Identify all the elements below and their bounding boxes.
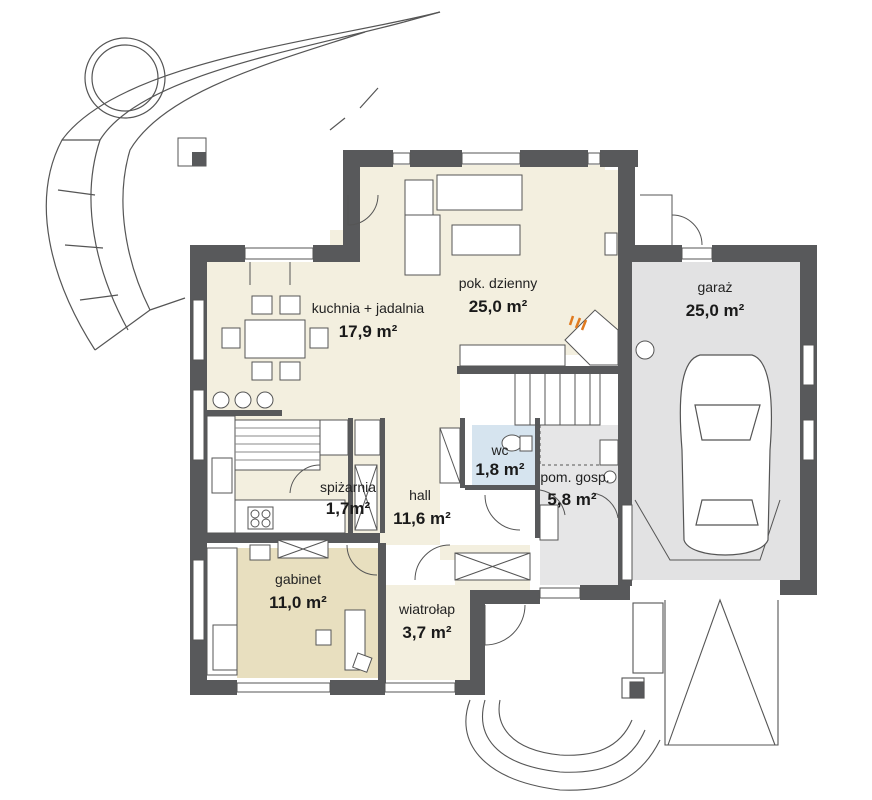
room-area: 25,0 m² (686, 301, 745, 320)
room-area: 17,9 m² (339, 322, 398, 341)
terrace-outline (45, 11, 441, 351)
room-garage: garaż 25,0 m² (686, 279, 745, 320)
terrace-planter-inner (91, 44, 159, 112)
terrace-planter (84, 37, 166, 119)
room-vestibule: wiatrołap 3,7 m² (398, 601, 455, 642)
room-study: gabinet 11,0 m² (269, 571, 327, 612)
room-name: gabinet (275, 571, 321, 587)
room-name: hall (409, 487, 431, 503)
furniture (206, 174, 655, 676)
entrance-steps (465, 699, 661, 791)
column-shade (192, 152, 206, 166)
room-living: pok. dzienny 25,0 m² (459, 275, 538, 316)
room-name: wc (490, 442, 508, 458)
car (679, 354, 772, 556)
windows (192, 152, 815, 693)
room-area: 5,8 m² (547, 490, 596, 509)
room-name: pok. dzienny (459, 275, 538, 291)
room-wc: wc 1,8 m² (475, 442, 524, 479)
room-area: 1,7m² (326, 499, 371, 518)
room-name: garaż (697, 279, 732, 295)
room-name: pom. gosp. (540, 469, 609, 485)
room-name: spiżarnia (320, 479, 376, 495)
room-pantry: spiżarnia 1,7m² (320, 479, 376, 518)
room-area: 25,0 m² (469, 297, 528, 316)
room-area: 11,6 m² (393, 509, 451, 528)
driveway (621, 598, 779, 746)
room-name: wiatrołap (398, 601, 455, 617)
room-area: 11,0 m² (269, 593, 327, 612)
room-utility: pom. gosp. 5,8 m² (540, 469, 609, 509)
room-area: 3,7 m² (402, 623, 451, 642)
room-kitchen: kuchnia + jadalnia 17,9 m² (312, 300, 425, 341)
room-area: 1,8 m² (475, 460, 524, 479)
room-hall: hall 11,6 m² (393, 487, 451, 528)
room-name: kuchnia + jadalnia (312, 300, 425, 316)
doors (249, 194, 781, 646)
